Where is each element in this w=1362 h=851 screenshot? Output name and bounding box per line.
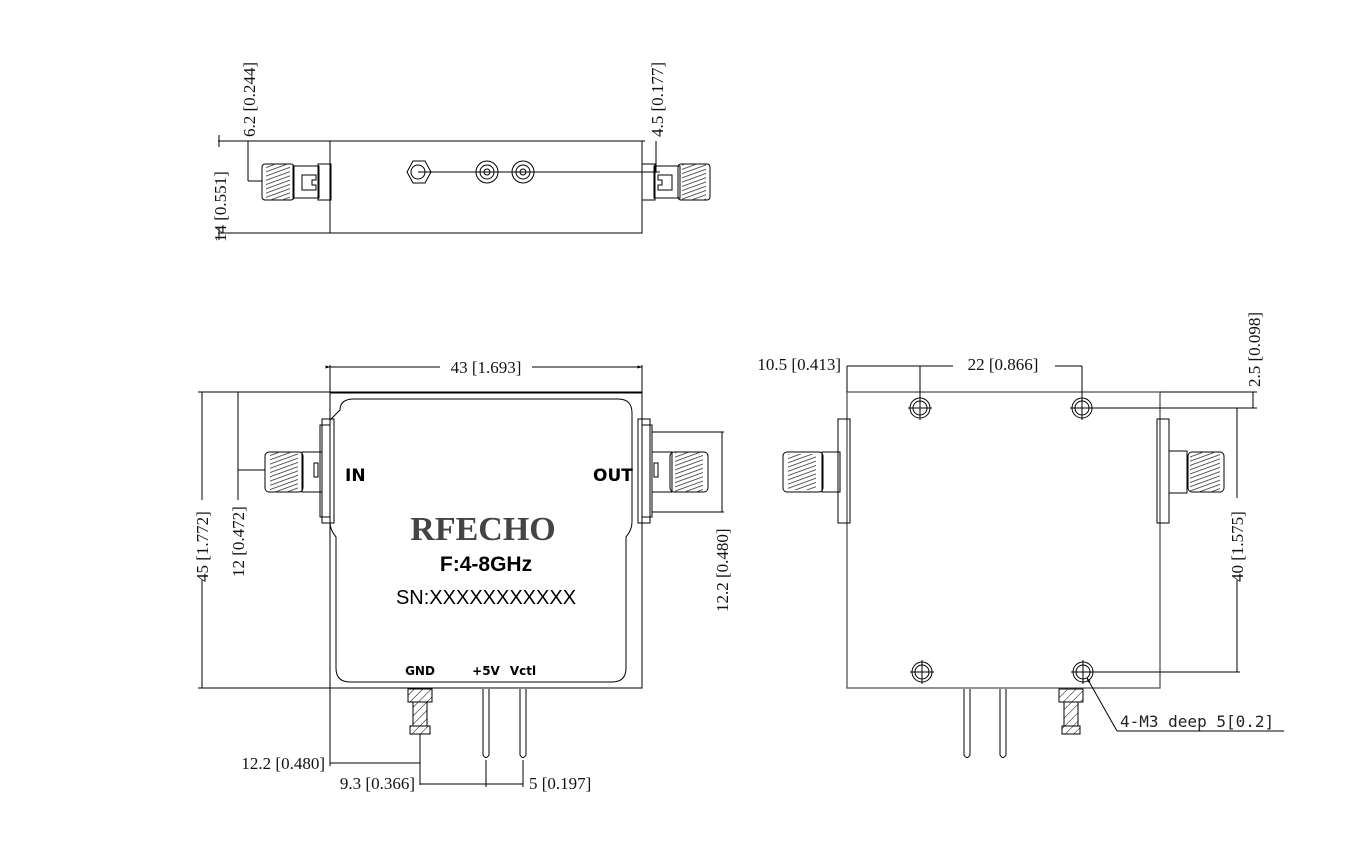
back-right-sma-connector-icon: [1156, 418, 1225, 524]
pin-label-vctl: Vctl: [510, 664, 536, 678]
back-pin: [999, 689, 1007, 758]
left-sma-connector-icon: [261, 163, 332, 201]
right-sma-connector-icon: [641, 163, 711, 201]
brand-logo: RFECHO: [410, 511, 555, 548]
back-pin: [963, 689, 971, 758]
dim-hole-x: 10.5 [0.413]: [757, 355, 841, 374]
pin-vctl: [519, 689, 527, 758]
back-body: [846, 391, 1161, 689]
port-in-label: IN: [345, 466, 366, 486]
front-body: [329, 392, 643, 689]
dim-gnd-offset: 12.2 [0.480]: [241, 754, 325, 773]
dim-hole-spacing: 22 [0.866]: [968, 355, 1039, 374]
tapped-hole-note: 4-M3 deep 5[0.2]: [1120, 712, 1274, 731]
dim-left-connector-offset: 6.2 [0.244]: [240, 62, 259, 137]
serial-number: SN:XXXXXXXXXXX: [396, 587, 576, 609]
pin-label-gnd: GND: [405, 664, 435, 678]
in-sma-connector-icon: [264, 418, 335, 524]
top-view: 14 [0.551] 6.2 [0.244] 4.5 [0.177]: [211, 62, 711, 242]
lid-outline: [329, 398, 633, 683]
frequency-label: F:4-8GHz: [440, 553, 532, 576]
dim-in-offset: 12 [0.472]: [229, 506, 248, 577]
top-body: [329, 140, 643, 234]
port-out-label: OUT: [593, 466, 633, 486]
mounting-hole-icon: [910, 660, 934, 684]
gnd-screw-icon: [407, 688, 433, 735]
back-left-sma-connector-icon: [782, 418, 851, 524]
pin-5v: [482, 689, 490, 758]
back-gnd-screw-icon: [1058, 688, 1084, 735]
dim-right-connector-offset: 4.5 [0.177]: [648, 62, 667, 137]
dim-pin-pitch: 5 [0.197]: [529, 774, 591, 793]
dim-top-height: 14 [0.551]: [211, 171, 230, 242]
dim-pin-offset: 9.3 [0.366]: [340, 774, 415, 793]
dim-hole-y: 2.5 [0.098]: [1245, 312, 1264, 387]
pin-label-5v: +5V: [472, 664, 500, 678]
dim-width: 43 [1.693]: [451, 358, 522, 377]
back-view: 10.5 [0.413] 22 [0.866] 2.5 [0.098] 40 […: [757, 312, 1284, 758]
front-view: IN OUT RFECHO F:4-8GHz SN:XXXXXXXXXXX GN…: [193, 358, 732, 793]
dim-height: 45 [1.772]: [193, 511, 212, 582]
dim-hole-vertical: 40 [1.575]: [1228, 511, 1247, 582]
dim-out-offset: 12.2 [0.480]: [713, 528, 732, 612]
out-sma-connector-icon: [637, 418, 709, 524]
